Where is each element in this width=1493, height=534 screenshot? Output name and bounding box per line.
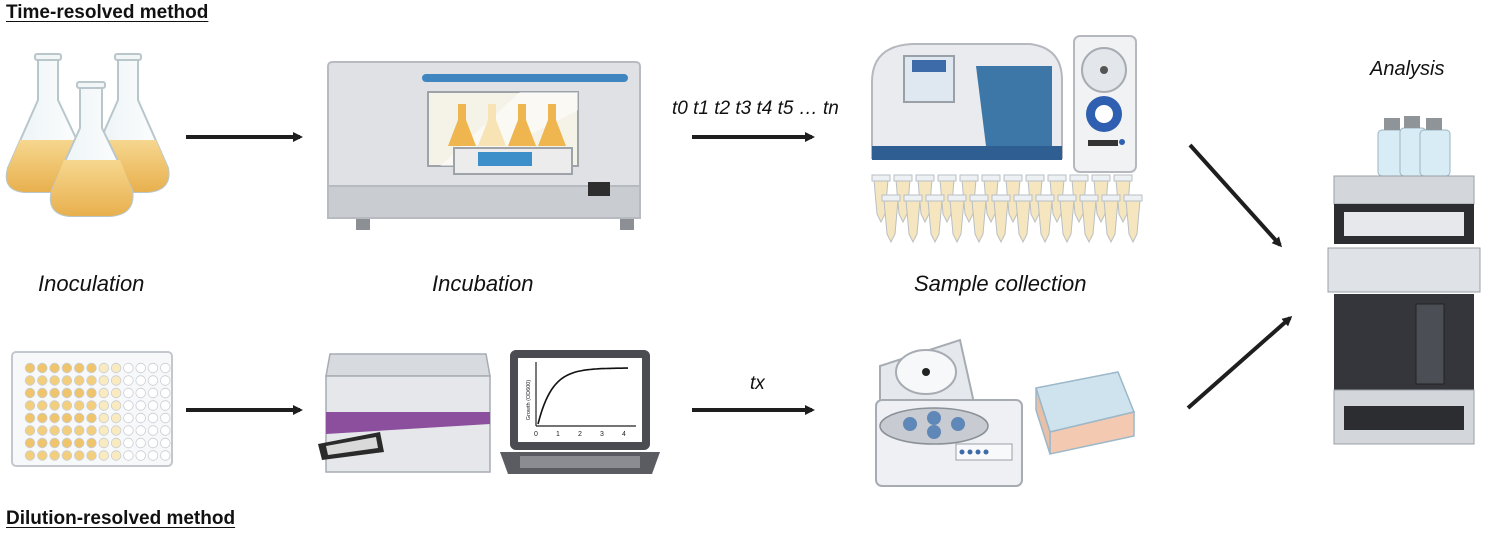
microtube	[1123, 194, 1143, 244]
microtube	[1113, 174, 1133, 224]
microtube	[925, 194, 945, 244]
sample-tubes-icon	[871, 174, 1143, 244]
time-x-label: tx	[750, 373, 765, 394]
deep-well-block-icon	[1035, 371, 1136, 455]
microtube	[981, 174, 1001, 224]
growth-curve-chart: 0 1 2 3 4 Growth (OD600)	[526, 362, 636, 438]
microtube	[1069, 174, 1089, 224]
x-tick-label: 4	[622, 431, 626, 438]
benchtop-centrifuge-icon	[875, 338, 1023, 487]
title-time-resolved: Time-resolved method	[6, 2, 209, 23]
erlenmeyer-flasks-icon	[5, 53, 170, 217]
microtube	[871, 174, 891, 224]
plate-reader-icon	[318, 353, 491, 473]
well-plate-icon	[11, 351, 173, 467]
microtube	[915, 174, 935, 224]
microcentrifuge-icon	[1073, 35, 1137, 173]
x-tick-label: 3	[600, 431, 604, 438]
time-points-label: t0 t1 t2 t3 t4 t5 … tn	[672, 98, 839, 119]
label-inoculation: Inoculation	[38, 271, 145, 296]
label-sample-collection: Sample collection	[914, 271, 1087, 296]
title-dilution-resolved: Dilution-resolved method	[6, 508, 236, 529]
arrow-top-to-analysis	[1188, 143, 1283, 248]
y-axis-label: Growth (OD600)	[526, 380, 532, 421]
laptop-icon	[500, 350, 660, 474]
shaking-incubator-icon	[327, 61, 641, 230]
growth-curve-line	[537, 367, 628, 425]
microtube	[1013, 194, 1033, 244]
arrow-bottom-to-analysis	[1186, 316, 1293, 410]
microtube	[959, 174, 979, 224]
x-tick-label: 1	[556, 431, 560, 438]
x-tick-label: 2	[578, 431, 582, 438]
microtube	[1057, 194, 1077, 244]
x-tick-label: 0	[534, 431, 538, 438]
microtube	[937, 174, 957, 224]
microtube	[1003, 174, 1023, 224]
microtube	[903, 194, 923, 244]
microtube	[1091, 174, 1111, 224]
microtube	[947, 194, 967, 244]
spectrophotometer-icon	[871, 43, 1063, 160]
label-analysis: Analysis	[1370, 58, 1445, 80]
microtube	[1079, 194, 1099, 244]
microtube	[1035, 194, 1055, 244]
microtube	[1025, 174, 1045, 224]
microtube	[893, 174, 913, 224]
microtube	[1047, 174, 1067, 224]
microtube	[969, 194, 989, 244]
hplc-system-icon	[1327, 116, 1481, 445]
label-incubation: Incubation	[432, 271, 534, 296]
microtube	[881, 194, 901, 244]
microtube	[991, 194, 1011, 244]
microtube	[1101, 194, 1121, 244]
